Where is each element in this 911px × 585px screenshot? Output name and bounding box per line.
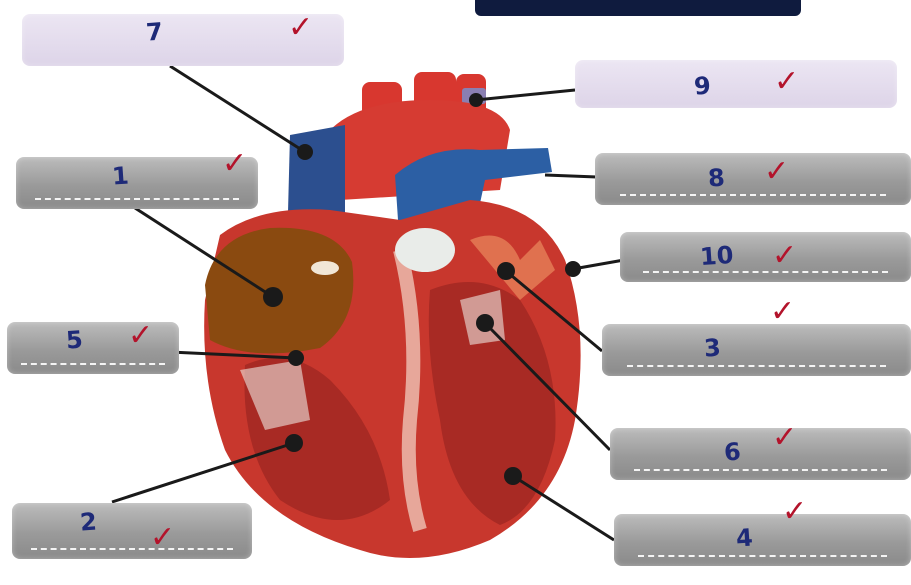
label-number-6: 6	[723, 437, 742, 466]
check-mark-3: ✓	[770, 294, 795, 329]
check-mark-9: ✓	[774, 64, 799, 99]
atrium-highlight	[311, 261, 339, 275]
check-mark-5: ✓	[128, 318, 153, 353]
leader-8	[545, 175, 597, 177]
label-box-5[interactable]	[7, 322, 179, 374]
label-box-9[interactable]	[575, 60, 897, 108]
leader-7	[170, 66, 305, 152]
label-number-1: 1	[111, 161, 130, 190]
check-mark-4: ✓	[782, 494, 807, 529]
label-number-8: 8	[707, 163, 726, 192]
pulmonary-valve	[395, 228, 455, 272]
check-mark-2: ✓	[150, 520, 175, 555]
label-box-8[interactable]	[595, 153, 911, 205]
label-box-4[interactable]	[614, 514, 911, 566]
label-number-4: 4	[735, 523, 754, 552]
label-number-2: 2	[79, 507, 98, 536]
superior-vena-cava	[288, 125, 345, 215]
check-mark-8: ✓	[764, 154, 789, 189]
leader-9	[476, 90, 575, 100]
check-mark-6: ✓	[772, 420, 797, 455]
label-box-6[interactable]	[610, 428, 911, 480]
label-box-10[interactable]	[620, 232, 911, 282]
check-mark-1: ✓	[222, 146, 247, 181]
label-number-9: 9	[693, 71, 712, 100]
label-number-5: 5	[65, 325, 84, 354]
label-box-3[interactable]	[602, 324, 911, 376]
label-number-7: 7	[145, 17, 164, 46]
check-mark-10: ✓	[772, 238, 797, 273]
label-number-10: 10	[699, 241, 734, 271]
label-number-3: 3	[703, 333, 722, 362]
check-mark-7: ✓	[288, 10, 313, 45]
label-box-2[interactable]	[12, 503, 252, 559]
